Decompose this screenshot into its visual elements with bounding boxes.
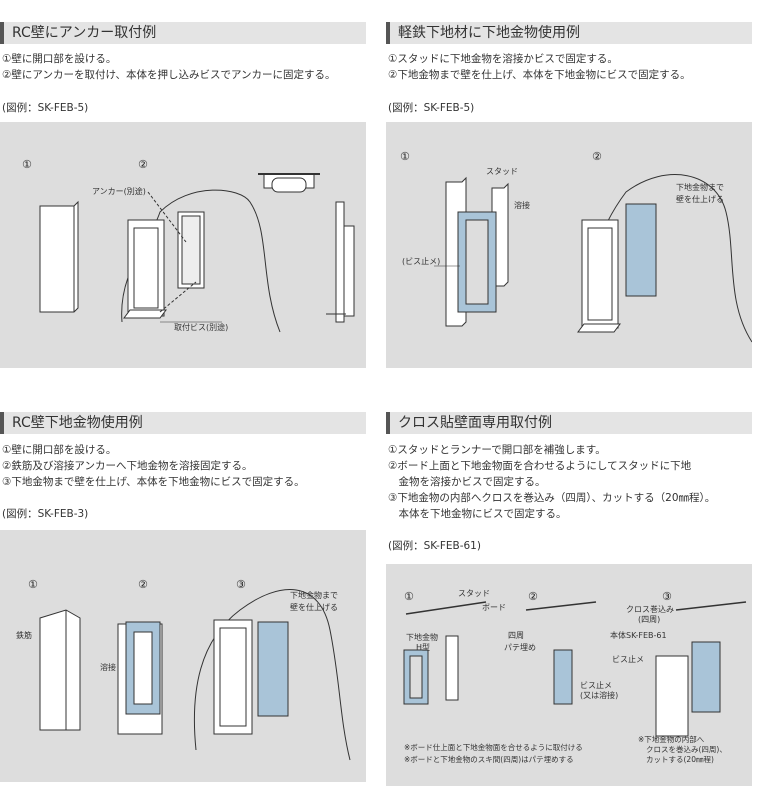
- figure-label: クロス巻込み: [626, 604, 674, 614]
- figure-note: ※下地金物の内部へ: [638, 734, 705, 744]
- section-rc-metal: RC壁下地金物使用例 ①壁に開口部を設ける。 ②鉄筋及び溶接アンカーへ下地金物を…: [0, 400, 370, 790]
- installation-figure: ① ② ③ 鉄筋 溶接 下地金物まで 壁を仕上げる: [0, 530, 366, 782]
- figure-label: パテ埋め: [504, 642, 536, 652]
- installation-figure: ① ② アンカー(別途) 取付ビス(別途): [0, 122, 366, 368]
- step-label: ②: [138, 578, 148, 591]
- instruction-line: ③下地金物の内部へクロスを巻込み（四周）、カットする（20㎜程）。: [388, 492, 716, 504]
- figure-label: アンカー(別途): [92, 186, 146, 196]
- figure-note: ※ボードと下地金物のスキ間(四周)はパテ埋めする: [404, 754, 574, 764]
- figure-label: ボード: [482, 603, 506, 612]
- installation-figure: ① ② ③ スタッド ボード 下地金物 H型 四周 パテ埋め ビス止メ (又は溶…: [386, 564, 752, 786]
- figure-label: (ビス止メ): [402, 256, 440, 266]
- figure-reference: (図例：SK-FEB-5): [388, 102, 475, 114]
- figure-label: 本体SK-FEB-61: [610, 630, 667, 640]
- figure-label: ビス止メ: [612, 654, 644, 664]
- instruction-line: ①スタッドに下地金物を溶接かビスで固定する。: [388, 53, 618, 65]
- figure-note: カットする(20㎜程): [646, 755, 714, 764]
- step-label: ①: [404, 590, 414, 603]
- figure-label: 溶接: [100, 662, 116, 672]
- instruction-line: ①スタッドとランナーで開口部を補強します。: [388, 444, 606, 456]
- section-title: RC壁下地金物使用例: [0, 412, 366, 434]
- section-light-steel: 軽鉄下地材に下地金物使用例 ①スタッドに下地金物を溶接かビスで固定する。 ②下地…: [386, 0, 760, 380]
- step-label: ②: [528, 590, 538, 603]
- instruction-line: ②鉄筋及び溶接アンカーへ下地金物を溶接固定する。: [2, 460, 253, 472]
- figure-note: ※ボード仕上面と下地金物面を合せるように取付ける: [404, 742, 583, 752]
- step-label: ①: [400, 150, 410, 163]
- figure-label: 溶接: [514, 200, 530, 210]
- figure-label: (又は溶接): [580, 690, 618, 700]
- instruction-line: ①壁に開口部を設ける。: [2, 53, 117, 65]
- figure-label: ビス止メ: [580, 680, 612, 690]
- figure-note: クロスを巻込み(四周)、: [646, 744, 727, 754]
- step-label: ③: [662, 590, 672, 603]
- figure-reference: (図例：SK-FEB-3): [2, 508, 89, 520]
- installation-figure: ① ② スタッド 溶接 (ビス止メ) 下地金物まで 壁を仕上げる: [386, 122, 752, 368]
- figure-label: 下地金物: [406, 632, 438, 642]
- figure-reference: (図例：SK-FEB-5): [2, 102, 89, 114]
- section-title: クロス貼壁面専用取付例: [386, 412, 752, 434]
- figure-label: 壁を仕上げる: [290, 602, 338, 612]
- step-label: ②: [592, 150, 602, 163]
- step-label: ③: [236, 578, 246, 591]
- figure-reference: (図例：SK-FEB-61): [388, 540, 481, 552]
- instruction-line: ②下地金物まで壁を仕上げ、本体を下地金物にビスで固定する。: [388, 69, 691, 81]
- section-rc-anchor: RC壁にアンカー取付例 ①壁に開口部を設ける。 ②壁にアンカーを取付け、本体を押…: [0, 0, 370, 380]
- figure-label: 下地金物まで: [290, 590, 338, 600]
- section-title: RC壁にアンカー取付例: [0, 22, 366, 44]
- step-label: ①: [22, 158, 32, 171]
- figure-label: スタッド: [458, 589, 490, 598]
- section-cloth-wall: クロス貼壁面専用取付例 ①スタッドとランナーで開口部を補強します。 ②ボード上面…: [386, 400, 760, 790]
- figure-label: 壁を仕上げる: [676, 194, 724, 204]
- figure-label: 取付ビス(別途): [174, 322, 228, 332]
- step-label: ①: [28, 578, 38, 591]
- figure-label: H型: [416, 643, 430, 652]
- figure-label: スタッド: [486, 167, 518, 176]
- instruction-line: ③下地金物まで壁を仕上げ、本体を下地金物にビスで固定する。: [2, 476, 305, 488]
- instruction-line: ②壁にアンカーを取付け、本体を押し込みビスでアンカーに固定する。: [2, 69, 336, 81]
- step-label: ②: [138, 158, 148, 171]
- figure-label: 鉄筋: [16, 630, 32, 640]
- instruction-line: 金物を溶接かビスで固定する。: [388, 476, 546, 488]
- instruction-line: ①壁に開口部を設ける。: [2, 444, 117, 456]
- figure-label: 四周: [508, 631, 524, 640]
- section-title: 軽鉄下地材に下地金物使用例: [386, 22, 752, 44]
- figure-label: 下地金物まで: [676, 182, 724, 192]
- instruction-line: ②ボード上面と下地金物面を合わせるようにしてスタッドに下地: [388, 460, 692, 472]
- instruction-line: 本体を下地金物にビスで固定する。: [388, 508, 567, 520]
- figure-label: (四周): [638, 615, 660, 624]
